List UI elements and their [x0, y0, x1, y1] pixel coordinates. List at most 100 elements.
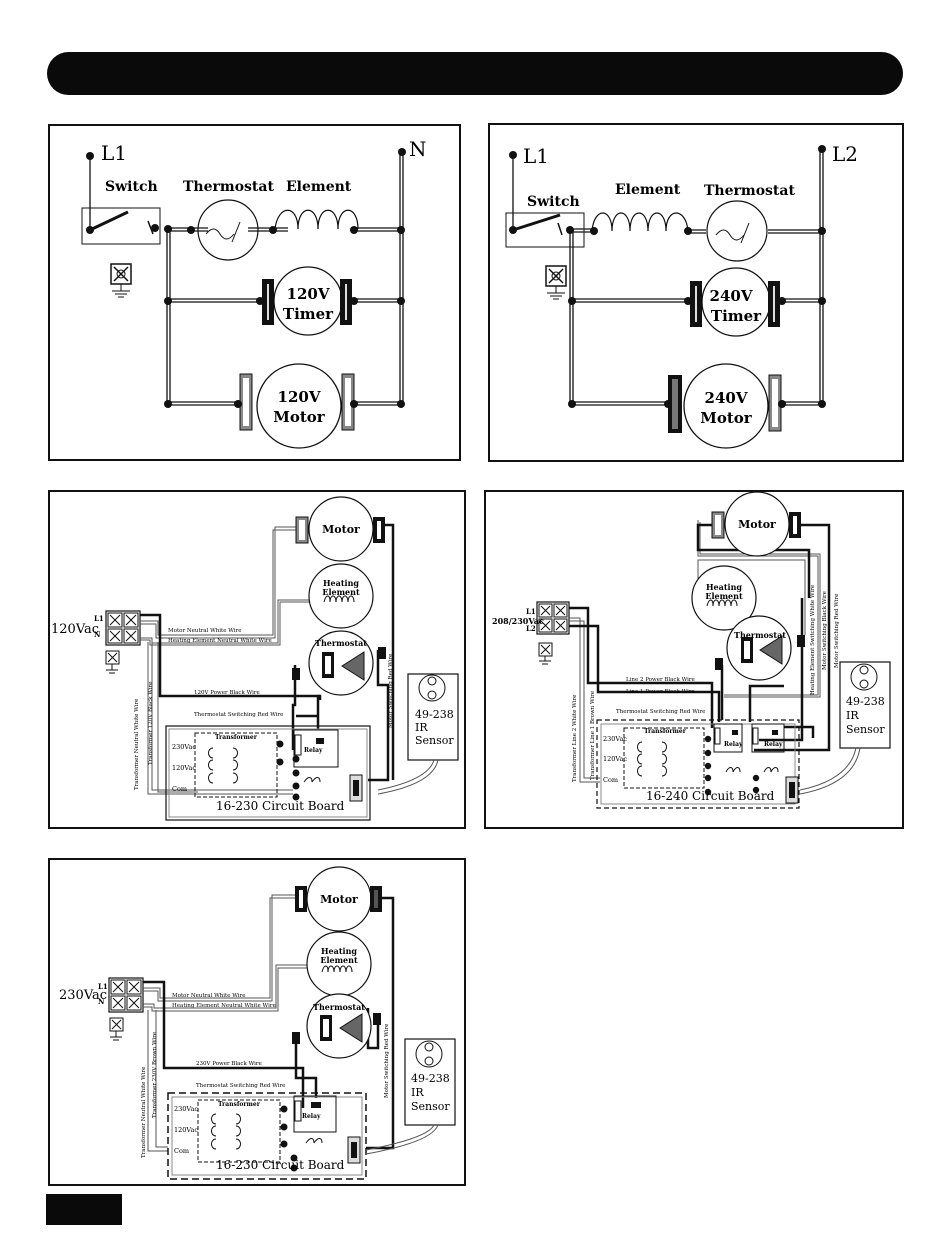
l1-label: L1	[523, 144, 549, 168]
thermostat-symbol	[726, 615, 805, 681]
sensor-ir: IR	[415, 721, 428, 734]
n-terminal-label: N	[98, 997, 105, 1006]
motor-voltage: 240V	[705, 389, 748, 407]
tap-120-label: 120Vac	[174, 1126, 198, 1134]
element-coil	[274, 209, 359, 230]
sensor-ir: IR	[846, 709, 859, 722]
thermostat-switch-wire-label: Thermostat Switching Red Wire	[194, 712, 283, 718]
page-tab	[46, 1194, 122, 1225]
heating-element-symbol	[691, 565, 757, 631]
motor-switch-wire-label: Motor Switching Red Wire	[384, 1024, 390, 1098]
heating-neutral-wire-label: Heating Element Neutral White Wire	[172, 1003, 276, 1009]
line2-wire-label: Line 2 Power Black Wire	[626, 677, 695, 683]
sensor-label: Sensor	[846, 723, 885, 736]
relay-label: Relay	[302, 1113, 321, 1120]
timer-voltage: 120V	[287, 285, 330, 303]
heating-element-symbol	[308, 563, 374, 629]
n-label: N	[409, 137, 427, 161]
heat-switch-wire-label: Heating Element Switching White Wire	[810, 585, 816, 695]
motor-switch-wire-label: Motor Switching Red Wire	[388, 654, 394, 728]
schematic-240v-panel: L1 L2 Switch Element Thermostat 240V Tim…	[488, 123, 904, 462]
l2-terminal-label: L2	[526, 624, 536, 633]
ir-sensor-box	[407, 673, 459, 761]
sensor-label: Sensor	[411, 1100, 450, 1113]
l1-terminal-label: L1	[94, 614, 104, 623]
motor-symbol	[295, 496, 385, 562]
circuit-board	[165, 725, 371, 821]
tap-120-label: 120Vac	[603, 755, 627, 763]
tap-230-label: 230Vac	[174, 1105, 198, 1113]
heating-label-1: Heating	[321, 946, 357, 956]
transformer-label: Transformer	[218, 1101, 261, 1108]
motor-label: Motor	[738, 518, 776, 531]
tap-230-label: 230Vac	[172, 743, 196, 751]
com-label: Com	[172, 785, 187, 793]
header-bar	[47, 52, 903, 95]
circuit-board	[596, 719, 800, 809]
board-label: 16-230 Circuit Board	[216, 799, 345, 813]
board-label: 16-230 Circuit Board	[216, 1158, 345, 1172]
tap-230-label: 230Vac	[603, 735, 627, 743]
wiring-120v-panel: 120Vac L1 N Motor Heating Element Thermo…	[48, 490, 466, 829]
transformer-neutral-wire-label: Transformer Neutral White Wire	[141, 1067, 147, 1158]
terminal-block	[105, 610, 141, 646]
ir-sensor-box	[404, 1038, 456, 1126]
switch-label: Switch	[105, 179, 158, 195]
motor-symbol	[295, 866, 382, 932]
transformer-l2-wire-label: Transformer Line 2 White Wire	[572, 695, 578, 782]
element-label: Element	[615, 182, 681, 198]
thermostat-label: Thermostat	[313, 1002, 365, 1012]
motor-voltage: 120V	[278, 388, 321, 406]
sensor-model: 49-238	[411, 1072, 450, 1085]
motor-label: Motor	[322, 523, 360, 536]
sensor-model: 49-238	[415, 708, 454, 721]
thermostat-switch-wire-label: Thermostat Switching Red Wire	[196, 1083, 285, 1089]
heating-label-2: Element	[705, 591, 743, 601]
thermostat-symbol	[706, 200, 768, 262]
l1-label: L1	[101, 141, 127, 165]
transformer-label: Transformer	[215, 734, 258, 741]
timer-symbol	[690, 267, 780, 337]
power-wire-label: 120V Power Black Wire	[194, 690, 260, 696]
power-wire-label: 230V Power Black Wire	[196, 1061, 262, 1067]
ground-icon	[105, 650, 120, 674]
n-terminal-label: N	[94, 630, 101, 639]
ground-icon	[538, 642, 553, 665]
line1-wire-label: Line 1 Power Black Wire	[626, 689, 695, 695]
wiring-230v-panel: 230Vac L1 N Motor Heating Element Thermo…	[48, 858, 466, 1186]
timer-symbol	[262, 266, 352, 336]
timer-voltage: 240V	[710, 287, 753, 305]
thermostat-symbol	[197, 199, 259, 261]
switch-label: Switch	[527, 194, 580, 210]
ir-sensor-box	[839, 661, 891, 749]
heating-label-2: Element	[322, 587, 360, 597]
motor-black-wire-label: Motor Switching Black Wire	[822, 591, 828, 670]
timer-label: Timer	[711, 307, 762, 325]
l2-label: L2	[832, 142, 858, 166]
heating-label-2: Element	[320, 955, 358, 965]
motor-symbol	[711, 491, 801, 557]
ground-icon	[110, 263, 132, 298]
switch-box	[505, 212, 585, 248]
supply-label: 230Vac	[59, 988, 107, 1003]
transformer-label: Transformer	[644, 728, 687, 735]
tap-120-label: 120Vac	[172, 764, 196, 772]
sensor-model: 49-238	[846, 695, 885, 708]
terminal-block	[108, 977, 144, 1013]
transformer-neutral-wire-label: Transformer Neutral White Wire	[134, 699, 140, 790]
schematic-120v-panel: L1 N Switch Thermostat Element 120V Time…	[48, 124, 461, 461]
thermostat-label: Thermostat	[704, 183, 795, 199]
thermostat-symbol	[308, 630, 386, 696]
wiring-208v-panel: 208/230Vac L1 L2 Motor Heating Element T…	[484, 490, 904, 829]
ground-icon	[545, 265, 567, 300]
heating-label-1: Heating	[323, 578, 359, 588]
relay-2-label: Relay	[764, 741, 783, 748]
terminal-block	[536, 601, 570, 635]
heating-neutral-wire-label: Heating Element Neutral White Wire	[168, 638, 272, 644]
relay-label: Relay	[304, 747, 323, 754]
heating-label-1: Heating	[706, 582, 742, 592]
thermostat-label: Thermostat	[734, 630, 786, 640]
thermostat-switch-wire-label: Thermostat Switching Red Wire	[616, 709, 705, 715]
motor-symbol	[668, 363, 782, 449]
relay-1-label: Relay	[724, 741, 743, 748]
